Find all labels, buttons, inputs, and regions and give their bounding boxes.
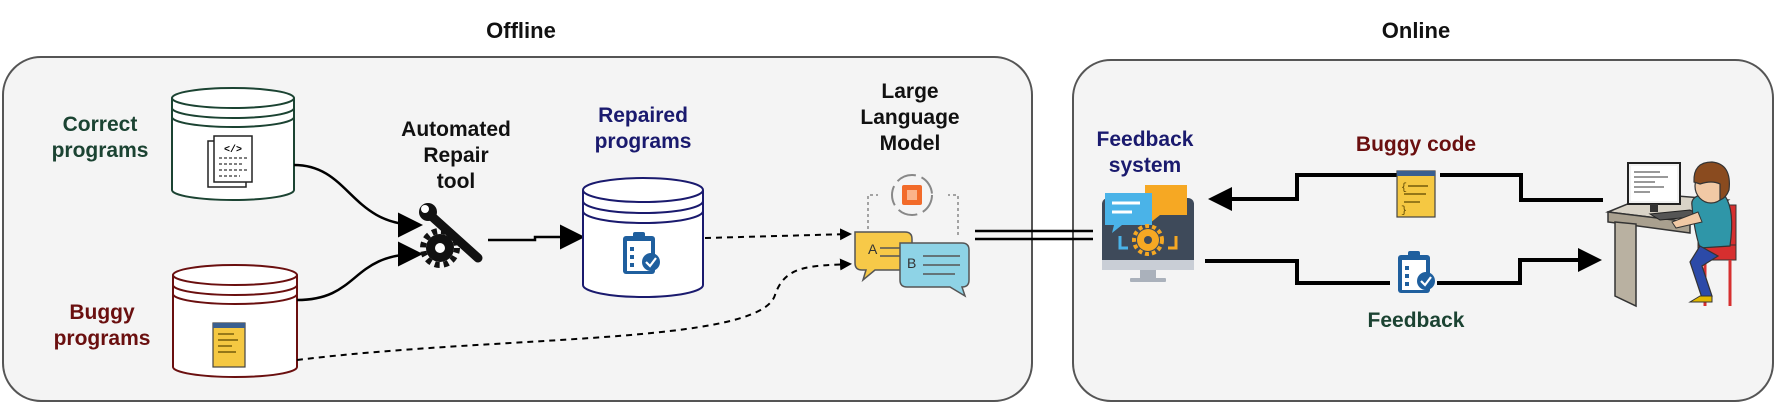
feedback-monitor-icon bbox=[1102, 185, 1194, 282]
clipboard-check-icon bbox=[1398, 251, 1435, 293]
repaired-programs-label: Repaired programs bbox=[573, 103, 713, 155]
svg-text:}: } bbox=[1401, 205, 1407, 217]
arrow-repaired-to-llm bbox=[704, 228, 852, 241]
correct-programs-label-line2: programs bbox=[51, 139, 149, 162]
clipboard-check-icon bbox=[623, 232, 660, 274]
repaired-programs-label-line1: Repaired bbox=[598, 104, 688, 127]
repaired-programs-label-line2: programs bbox=[594, 130, 692, 153]
buggy-code-label: Buggy code bbox=[1355, 133, 1477, 156]
feedback-label: Feedback bbox=[1367, 309, 1465, 332]
wrench-gear-icon bbox=[419, 203, 483, 268]
buggy-programs-database bbox=[172, 264, 298, 378]
correct-programs-label: Correct programs bbox=[30, 112, 170, 164]
svg-text:{: { bbox=[1401, 182, 1407, 194]
svg-text:A: A bbox=[868, 241, 878, 257]
feedback-system-label: Feedback system bbox=[1075, 127, 1215, 179]
buggy-programs-label: Buggy programs bbox=[32, 300, 172, 352]
llm-label-line2: Language bbox=[860, 106, 960, 129]
student-at-computer-icon bbox=[1605, 161, 1737, 308]
buggy-programs-label-line1: Buggy bbox=[69, 301, 135, 324]
correct-programs-database: </> bbox=[171, 87, 295, 201]
correct-programs-label-line1: Correct bbox=[62, 113, 138, 136]
repair-tool-label-line2: Repair bbox=[423, 144, 489, 167]
llm-label: Large Language Model bbox=[835, 79, 985, 157]
buggy-code-file-icon: { } bbox=[1396, 170, 1436, 218]
feedback-system-label-line2: system bbox=[1108, 154, 1182, 177]
arrow-repair-to-repaired bbox=[488, 224, 585, 250]
llm-label-line1: Large bbox=[881, 80, 939, 103]
svg-text:</>: </> bbox=[224, 144, 242, 156]
svg-text:B: B bbox=[907, 255, 916, 271]
buggy-code-file-icon bbox=[212, 322, 246, 368]
buggy-programs-label-line2: programs bbox=[53, 327, 151, 350]
arrow-buggy-code-to-feedback-system bbox=[1212, 173, 1603, 200]
repair-tool-label-line3: tool bbox=[436, 170, 476, 193]
repair-tool-label: Automated Repair tool bbox=[376, 117, 536, 195]
feedback-system-label-line1: Feedback bbox=[1096, 128, 1194, 151]
arrow-buggy-to-llm bbox=[296, 258, 852, 361]
section-title-online: Online bbox=[1381, 18, 1451, 43]
chat-bubbles-chip-icon: A B bbox=[854, 174, 970, 298]
arrow-feedback-to-student bbox=[1205, 260, 1598, 285]
llm-label-line3: Model bbox=[879, 132, 941, 155]
code-document-icon: </> bbox=[207, 135, 253, 188]
arrow-buggy-to-repair bbox=[296, 241, 423, 302]
repaired-programs-database bbox=[582, 177, 704, 298]
repair-tool-label-line1: Automated bbox=[401, 118, 511, 141]
section-title-offline: Offline bbox=[486, 18, 556, 43]
arrow-correct-to-repair bbox=[293, 163, 423, 238]
